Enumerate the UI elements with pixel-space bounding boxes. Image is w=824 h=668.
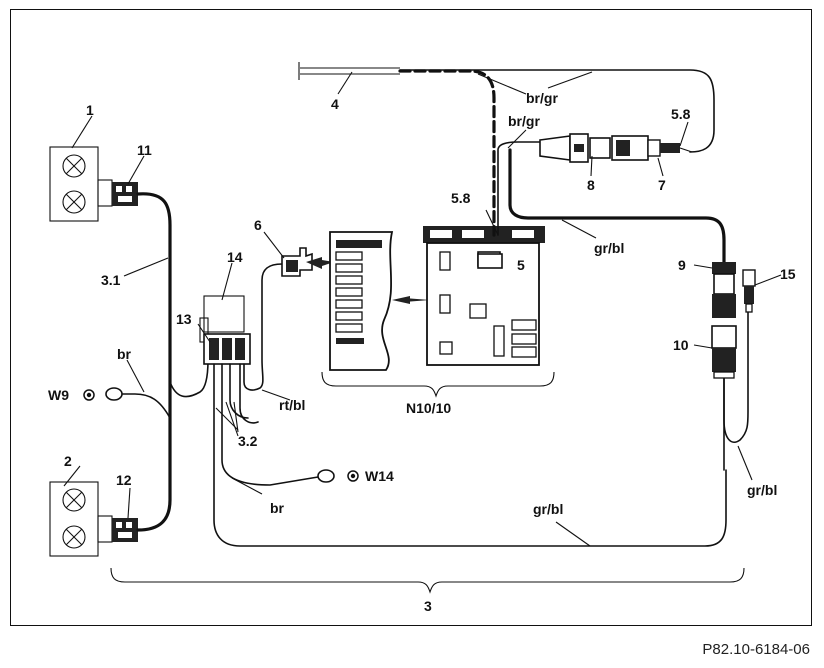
label-9: 9: [678, 257, 686, 273]
label-15: 15: [780, 266, 796, 282]
diagram-frame: [10, 9, 812, 626]
label-5-8-board: 5.8: [451, 190, 471, 206]
label-5: 5: [517, 257, 525, 273]
connector-13: [203, 333, 251, 365]
ground-w14: [317, 469, 359, 483]
harness-3-2: [213, 263, 727, 547]
bracket-3: [110, 567, 745, 594]
figure-reference: P82.10-6184-06: [702, 641, 810, 658]
harness-gr-bl: [508, 148, 749, 471]
label-gr-bl-lower: gr/bl: [747, 482, 777, 498]
connector-15: [742, 269, 756, 313]
label-6: 6: [254, 217, 262, 233]
bracket-module: [321, 371, 555, 398]
label-5-8-connector: 5.8: [671, 106, 691, 122]
label-gr-bl-bottom: gr/bl: [533, 501, 563, 517]
label-rt-bl: rt/bl: [279, 397, 305, 413]
wire-br-gr: [497, 141, 546, 236]
connector-5: [477, 253, 503, 269]
leader-lines: [63, 71, 782, 547]
label-14: 14: [227, 249, 243, 265]
label-br-left: br: [117, 346, 132, 362]
label-br-gr-top: br/gr: [526, 90, 558, 106]
label-br-lower: br: [270, 500, 285, 516]
label-3: 3: [424, 598, 432, 614]
sensor-6: [281, 247, 334, 277]
labels: 1 11 3.1 br W9 13 14 6 4 br/gr br/gr 5.8…: [48, 90, 796, 614]
connector-11: [112, 182, 138, 206]
module-panel: [329, 231, 430, 371]
connector-9: [712, 262, 736, 318]
label-3-2: 3.2: [238, 433, 258, 449]
connector-10: [711, 325, 737, 379]
label-1: 1: [86, 102, 94, 118]
label-4: 4: [331, 96, 339, 112]
label-7: 7: [658, 177, 666, 193]
label-13: 13: [176, 311, 192, 327]
connector-7: [611, 135, 693, 161]
lamp-1: [49, 146, 113, 222]
label-n10-10: N10/10: [406, 400, 451, 416]
label-gr-bl-upper: gr/bl: [594, 240, 624, 256]
module-board: [423, 226, 545, 366]
label-8: 8: [587, 177, 595, 193]
connector-12: [112, 518, 138, 542]
label-br-gr-connector: br/gr: [508, 113, 540, 129]
label-3-1: 3.1: [101, 272, 121, 288]
label-11: 11: [137, 142, 152, 158]
label-w14: W14: [365, 468, 394, 484]
harness-3-1: [111, 192, 209, 532]
label-10: 10: [673, 337, 689, 353]
label-12: 12: [116, 472, 132, 488]
connector-8: [539, 133, 611, 163]
label-2: 2: [64, 453, 72, 469]
lamp-2: [49, 481, 113, 557]
label-w9: W9: [48, 387, 69, 403]
ground-w9: [83, 387, 123, 401]
